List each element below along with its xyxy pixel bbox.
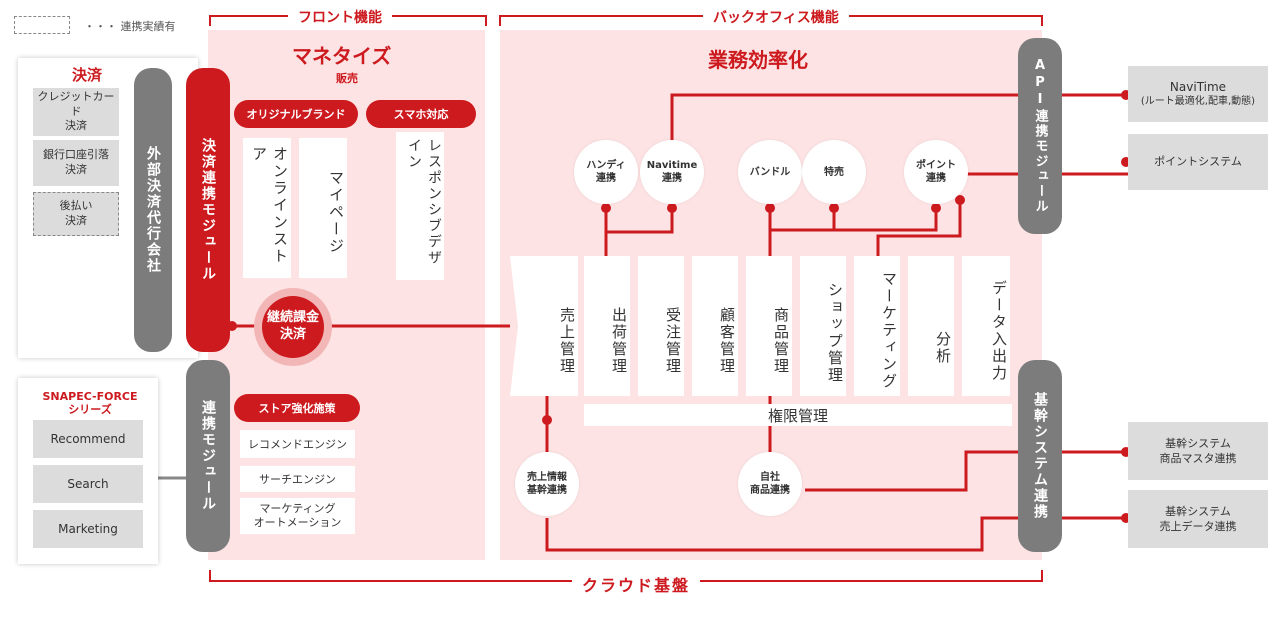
point-system-title: ポイントシステム — [1154, 155, 1242, 169]
point-system-box: ポイントシステム — [1128, 134, 1268, 190]
function-analysis: 分析 — [908, 256, 954, 396]
function-data-io: データ入出力 — [962, 256, 1010, 396]
own-product-link-circle: 自社 商品連携 — [738, 452, 802, 516]
core-sales-sub: 売上データ連携 — [1159, 520, 1237, 533]
monetize-title: マネタイズ — [292, 44, 392, 68]
core-master-sub: 商品マスタ連携 — [1159, 452, 1237, 465]
original-brand-tag: オリジナルブランド — [234, 100, 358, 128]
point-link-circle: ポイント 連携 — [904, 140, 968, 204]
special-sale-circle: 特売 — [802, 140, 866, 204]
core-master-title: 基幹システム — [1165, 436, 1231, 450]
function-shipping-management: 出荷管理 — [584, 256, 630, 396]
core-master-box: 基幹システム 商品マスタ連携 — [1128, 422, 1268, 480]
payment-link-module: 決済連携モジュール — [186, 68, 230, 352]
function-product-management: 商品管理 — [746, 256, 792, 396]
smartphone-tag: スマホ対応 — [366, 100, 476, 128]
snapec-search: Search — [33, 465, 143, 503]
marketing-automation-card: マーケティング オートメーション — [240, 498, 355, 534]
snapec-recommend: Recommend — [33, 420, 143, 458]
cloud-section-label: クラウド基盤 — [572, 572, 701, 596]
core-sales-box: 基幹システム 売上データ連携 — [1128, 490, 1268, 548]
function-sales-management: 売上管理 — [558, 307, 576, 375]
core-system-link-module: 基幹システム連携 — [1018, 360, 1062, 552]
external-payment-agent: 外部決済代行会社 — [134, 68, 172, 352]
bundle-circle: バンドル — [738, 140, 802, 204]
navitime-system-sub: (ルート最適化,配車,動態) — [1140, 96, 1256, 108]
function-shop-management: ショップ管理 — [800, 256, 846, 396]
link-module: 連携モジュール — [186, 360, 230, 552]
payment-panel-title: 決済 — [72, 66, 103, 84]
navitime-system-box: NaviTime (ルート最適化,配車,動態) — [1128, 66, 1268, 122]
deferred-payment: 後払い 決済 — [33, 192, 119, 236]
function-order-management: 受注管理 — [638, 256, 684, 396]
snapec-title: SNAPEC-FORCE シリーズ — [42, 390, 138, 417]
efficiency-title: 業務効率化 — [708, 48, 808, 72]
back-section-label: バックオフィス機能 — [703, 7, 849, 27]
core-sales-title: 基幹システム — [1165, 504, 1231, 518]
navitime-system-title: NaviTime — [1169, 79, 1227, 94]
handy-link-circle: ハンディ 連携 — [574, 140, 638, 204]
navitime-link-circle: Navitime 連携 — [640, 140, 704, 204]
api-link-module: API連携モジュール — [1018, 38, 1062, 234]
credit-card-payment: クレジットカード 決済 — [33, 88, 119, 136]
front-section-label: フロント機能 — [288, 7, 392, 27]
function-marketing: マーケティング — [854, 256, 900, 396]
responsive-design-card: レスポンシブデザイン — [396, 132, 444, 280]
permission-management-bar: 権限管理 — [584, 404, 1012, 426]
monetize-subtitle: 販売 — [336, 72, 358, 85]
snapec-marketing: Marketing — [33, 510, 143, 548]
recommend-engine-card: レコメンドエンジン — [240, 430, 355, 458]
mypage-card: マイページ — [299, 138, 347, 278]
store-enhancement-tag: ストア強化施策 — [234, 394, 360, 422]
online-store-card: オンラインストア — [243, 138, 291, 278]
bank-debit-payment: 銀行口座引落 決済 — [33, 140, 119, 186]
legend-dashed-swatch — [14, 16, 70, 34]
function-customer-management: 顧客管理 — [692, 256, 738, 396]
sales-info-core-circle: 売上情報 基幹連携 — [515, 452, 579, 516]
search-engine-card: サーチエンジン — [240, 466, 355, 492]
legend-label: ・・・ 連携実績有 — [84, 20, 176, 33]
recurring-payment-circle: 継続課金 決済 — [262, 296, 324, 358]
